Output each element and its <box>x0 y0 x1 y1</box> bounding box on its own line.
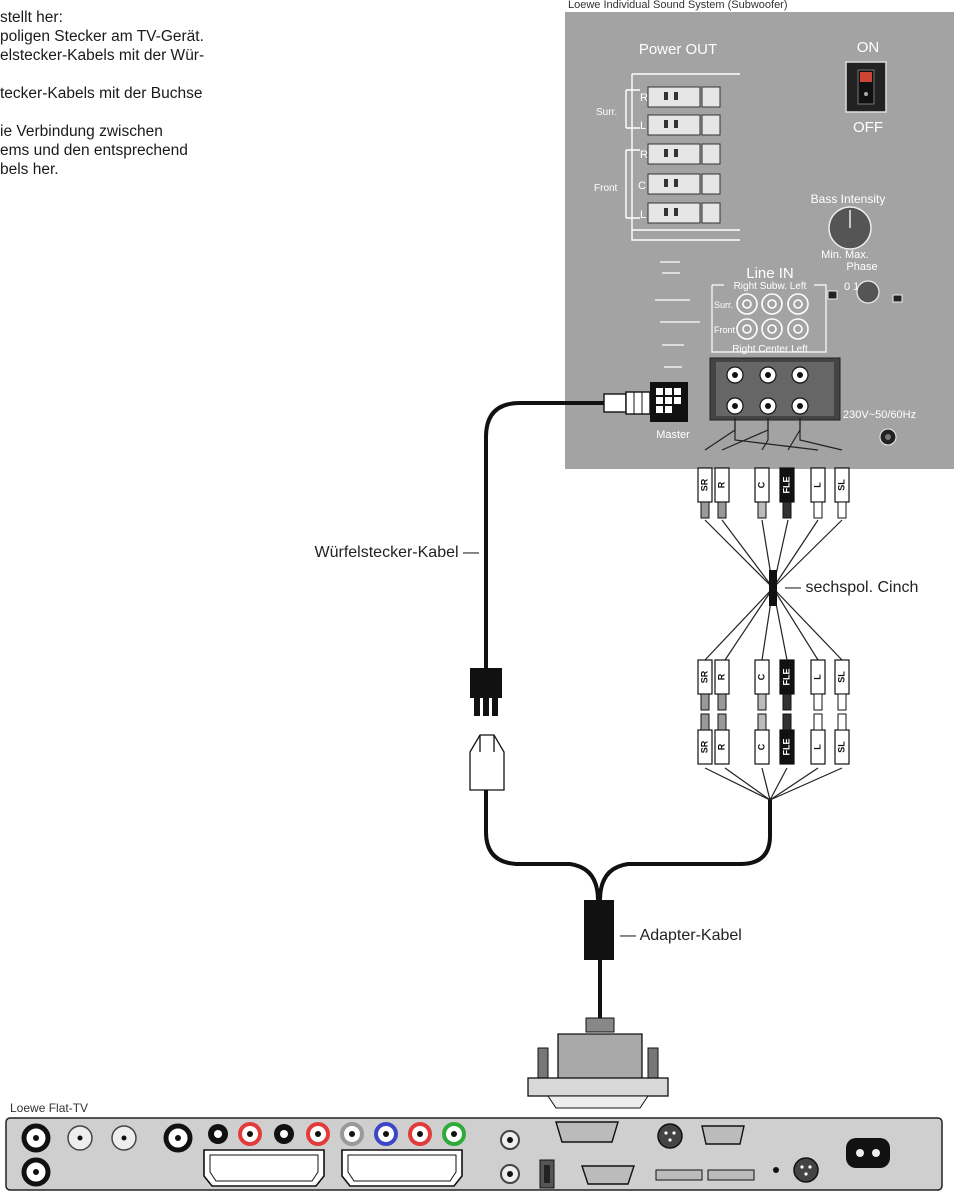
cinch-callout: — sechspol. Cinch <box>785 579 918 596</box>
label-c-front: C <box>638 180 646 192</box>
intro-line: ems und den entsprechend <box>0 142 188 159</box>
cinch-plug: C <box>754 467 770 519</box>
label-r-front: R <box>640 149 648 161</box>
phase-knob[interactable] <box>856 280 880 304</box>
vent-lines <box>655 261 700 368</box>
intro-line: ie Verbindung zwischen <box>0 123 163 140</box>
cinch-plug-label: L <box>812 674 822 680</box>
cinch-plug-label: SR <box>699 478 709 491</box>
cinch-plug: R <box>714 659 730 711</box>
cinch-plug-label: R <box>716 673 726 680</box>
line-in-front: Front <box>714 325 736 335</box>
cinch-plug-label: FLE <box>781 477 791 494</box>
line-in-top-labels: Right Subw. Left <box>734 281 807 292</box>
adapter-callout: — Adapter-Kabel <box>620 927 742 944</box>
bass-intensity-knob[interactable] <box>828 206 872 250</box>
line-in-jacks[interactable] <box>736 293 809 340</box>
wuerfel-plug <box>470 391 651 716</box>
label-l-surr: L <box>640 120 646 132</box>
master-socket[interactable] <box>650 382 688 422</box>
line-in-label: Line IN <box>746 265 794 282</box>
intro-line: elstecker-Kabels mit der Wür- <box>0 47 205 64</box>
master-label: Master <box>656 429 690 441</box>
tv-label: Loewe Flat-TV <box>10 1101 88 1115</box>
line-in-bottom-labels: Right Center Left <box>732 344 808 355</box>
cinch-plug: FLE <box>779 467 795 519</box>
wuerfel-callout: Würfelstecker-Kabel — <box>315 544 480 561</box>
cinch-plug-label: FLE <box>781 669 791 686</box>
speaker-terminals <box>625 73 740 241</box>
label-front: Front <box>594 183 618 194</box>
label-surr: Surr. <box>596 107 617 118</box>
cinch-plug: L <box>810 713 826 765</box>
cinch-plug-label: SL <box>836 741 846 753</box>
adapter-splitter <box>584 900 614 960</box>
label-off: OFF <box>853 119 883 136</box>
min-max-label: Min. Max. <box>821 249 869 261</box>
cinch-plug-label: R <box>716 743 726 750</box>
cinch-plug-label: C <box>756 743 766 750</box>
cinch-plug: R <box>714 713 730 765</box>
cinch-plug-label: C <box>756 673 766 680</box>
cinch-plug-label: L <box>812 744 822 750</box>
cinch-plug: L <box>810 467 826 519</box>
label-r-surr: R <box>640 92 648 104</box>
cinch-plug: FLE <box>779 659 795 711</box>
cinch-plug-label: FLE <box>781 739 791 756</box>
mains-socket[interactable] <box>879 428 897 446</box>
cinch-plug: SR <box>697 467 713 519</box>
phase-label: Phase <box>846 261 877 273</box>
cinch-plug-label: SL <box>836 671 846 683</box>
label-on: ON <box>857 39 880 56</box>
cinch-plug-label: SR <box>699 740 709 753</box>
wuerfel-socket-outline <box>469 734 505 791</box>
label-l-front: L <box>640 209 646 221</box>
cinch-plug: SL <box>834 467 850 519</box>
bass-intensity-label: Bass Intensity <box>811 192 886 206</box>
cinch-plug: R <box>714 467 730 519</box>
cinch-plug-label: SL <box>836 479 846 491</box>
cinch-plug-rows: SR R C FLE L SL SR R C FLE L SL SR R C FLE L SL <box>697 467 850 765</box>
cinch-plugs[interactable] <box>726 366 809 415</box>
power-switch[interactable] <box>845 61 887 113</box>
cinch-plug: C <box>754 659 770 711</box>
intro-line: tecker-Kabels mit der Buchse <box>0 85 203 102</box>
mains-label: 230V~50/60Hz <box>843 409 916 421</box>
subwoofer-caption: Loewe Individual Sound System (Subwoofer… <box>568 0 788 11</box>
cinch-plug: C <box>754 713 770 765</box>
cinch-plug: L <box>810 659 826 711</box>
cinch-plug-label: C <box>756 481 766 488</box>
power-out-label: Power OUT <box>639 41 717 58</box>
cinch-plug-label: SR <box>699 670 709 683</box>
cinch-plug-label: L <box>812 482 822 488</box>
intro-line: bels her. <box>0 161 59 178</box>
dsub-adapter <box>527 1017 669 1109</box>
intro-line: stellt her: <box>0 9 63 26</box>
intro-text: stellt her: poligen Stecker am TV-Gerät. e… <box>0 8 320 179</box>
terminal-blocks <box>647 86 721 224</box>
cinch-plug: FLE <box>779 713 795 765</box>
tv-connectors[interactable] <box>21 1121 890 1189</box>
cinch-plug: SL <box>834 713 850 765</box>
line-in-surr: Surr. <box>714 300 733 310</box>
cinch-plug: SR <box>697 659 713 711</box>
cinch-plug-label: R <box>716 481 726 488</box>
cinch-plug: SR <box>697 713 713 765</box>
cables <box>484 401 772 1022</box>
intro-line: poligen Stecker am TV-Gerät. <box>0 28 204 45</box>
cinch-plug: SL <box>834 659 850 711</box>
